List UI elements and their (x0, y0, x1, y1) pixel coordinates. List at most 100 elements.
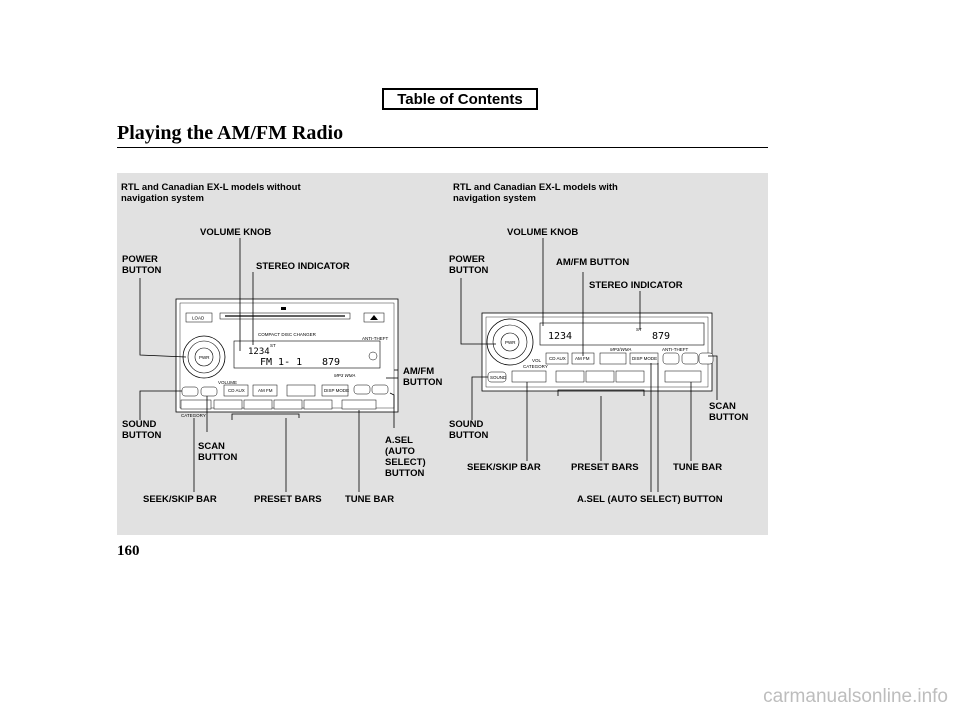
right-pwr-text: PWR (505, 340, 516, 345)
right-asel-label: A.SEL (AUTO SELECT) BUTTON (577, 494, 723, 505)
left-stereo-indicator-label: STEREO INDICATOR (256, 261, 350, 272)
right-anti-theft-text: ANTI-THEFT (662, 347, 688, 352)
right-preset-bars-label: PRESET BARS (571, 462, 639, 473)
left-radio-unit: LOAD COMPACT DISC CHANGER ANTI-THEFT PWR… (175, 298, 399, 418)
title-rule (117, 147, 768, 148)
left-disc-icon (368, 351, 378, 361)
right-a-sel-key[interactable] (662, 352, 680, 365)
left-load-button[interactable] (185, 312, 213, 323)
left-pwr-text: PWR (199, 355, 210, 360)
right-tune-bar[interactable] (664, 370, 702, 383)
right-power-button[interactable] (500, 332, 520, 352)
left-category-text: CATEGORY (181, 413, 206, 418)
left-mp3-text: MP3 WMA (334, 373, 356, 378)
left-caption-line-1: RTL and Canadian EX-L models without (121, 182, 301, 193)
right-tune-bar-label: TUNE BAR (673, 462, 722, 473)
left-key-am-fm: AM FM (258, 388, 273, 393)
right-scan-label-1: SCAN (709, 401, 736, 412)
left-key-disp-mode: DISP MODE (324, 388, 349, 393)
left-asel-label-2: (AUTO (385, 446, 415, 457)
right-mp3-text: MP3/WMA (610, 347, 632, 352)
left-caption-line-2: navigation system (121, 193, 204, 204)
right-key-disp-mode: DISP MODE (632, 356, 657, 361)
right-preset-bar-3[interactable] (615, 370, 645, 383)
right-seek-skip-label: SEEK/SKIP BAR (467, 462, 541, 473)
left-power-label-2: BUTTON (122, 265, 162, 276)
right-radio-unit: PWR VOL 1234 ST 879 MP3/WMA ANTI-THEFT C… (481, 312, 714, 392)
left-load-text: LOAD (192, 316, 205, 321)
right-amfm-label: AM/FM BUTTON (556, 257, 629, 268)
page-title: Playing the AM/FM Radio (117, 122, 344, 144)
right-disp-mode-key[interactable] (629, 352, 659, 365)
table-of-contents-button[interactable]: Table of Contents (382, 88, 538, 110)
left-preset-bars-label: PRESET BARS (254, 494, 322, 505)
right-frequency: 879 (652, 331, 670, 342)
left-sound-label-2: BUTTON (122, 430, 162, 441)
right-figure: RTL and Canadian EX-L models with naviga… (449, 182, 749, 505)
right-leader-lines (460, 238, 718, 492)
left-asel-label-4: BUTTON (385, 468, 425, 479)
left-display-line-2: FM 1- 1 (260, 357, 302, 368)
left-leader-lines (139, 238, 398, 492)
left-amfm-label-1: AM/FM (403, 366, 434, 377)
left-volume-text: VOLUME (218, 380, 237, 385)
left-asel-label-1: A.SEL (385, 435, 413, 446)
left-a-sel-key[interactable] (353, 384, 371, 395)
left-seek-skip-bar[interactable] (180, 399, 212, 410)
left-tune-bar[interactable] (341, 399, 377, 410)
right-rpt-round-key[interactable] (681, 352, 699, 365)
left-asel-label-3: SELECT) (385, 457, 426, 468)
left-eject-icon (370, 315, 378, 320)
right-seek-skip-bar[interactable] (511, 370, 547, 383)
left-preset-bar-2[interactable] (243, 399, 273, 410)
right-cd-aux-button[interactable] (545, 352, 569, 365)
left-display-line-1: 1234 (248, 347, 270, 357)
left-seek-skip-label: SEEK/SKIP BAR (143, 494, 217, 505)
right-sound-text: SOUND (490, 375, 507, 380)
left-anti-theft-text: ANTI-THEFT (362, 336, 388, 341)
left-power-button[interactable] (194, 347, 214, 367)
right-power-label-2: BUTTON (449, 265, 489, 276)
right-sound-label-2: BUTTON (449, 430, 489, 441)
right-caption-line-1: RTL and Canadian EX-L models with (453, 182, 618, 193)
right-preset-bar-2[interactable] (585, 370, 615, 383)
right-vol-text: VOL (532, 358, 542, 363)
right-st-indicator: ST (636, 327, 642, 332)
left-amfm-key[interactable] (252, 384, 278, 397)
right-rpt-key[interactable] (599, 352, 627, 365)
right-key-cd-aux: CD AUX (549, 356, 566, 361)
right-preset-bar-1[interactable] (555, 370, 585, 383)
left-changer-text: COMPACT DISC CHANGER (258, 332, 317, 337)
watermark: carmanualsonline.info (763, 686, 948, 707)
left-volume-knob-label: VOLUME KNOB (200, 227, 271, 238)
right-volume-knob-label: VOLUME KNOB (507, 227, 578, 238)
right-sound-label-1: SOUND (449, 419, 483, 430)
left-key-cd-aux: CD AUX (228, 388, 245, 393)
right-power-label-1: POWER (449, 254, 485, 265)
left-disp-mode-key[interactable] (321, 384, 349, 397)
left-scan-key[interactable] (371, 384, 389, 395)
left-st-indicator: ST (270, 343, 276, 348)
right-key-am-fm: AM FM (575, 356, 590, 361)
left-rpt-key[interactable] (286, 384, 316, 397)
left-preset-bar-4[interactable] (303, 399, 333, 410)
left-display (233, 340, 381, 369)
right-display-text: 1234 (548, 331, 572, 342)
left-frequency: 879 (322, 357, 340, 368)
left-cd-aux-button[interactable] (223, 384, 249, 397)
left-preset-bar-1[interactable] (213, 399, 243, 410)
left-tune-bar-label: TUNE BAR (345, 494, 394, 505)
left-scan-label-1: SCAN (198, 441, 225, 452)
right-category-text: CATEGORY (523, 364, 548, 369)
right-scan-label-2: BUTTON (709, 412, 749, 423)
right-display (539, 322, 705, 346)
left-scan-label-2: BUTTON (198, 452, 238, 463)
left-power-label-1: POWER (122, 254, 158, 265)
left-figure: RTL and Canadian EX-L models without nav… (121, 182, 443, 505)
left-scan-button[interactable] (200, 386, 218, 397)
left-sound-button[interactable] (181, 386, 199, 397)
right-stereo-indicator-label: STEREO INDICATOR (589, 280, 683, 291)
right-scan-key[interactable] (698, 352, 714, 365)
left-preset-bar-3[interactable] (273, 399, 303, 410)
